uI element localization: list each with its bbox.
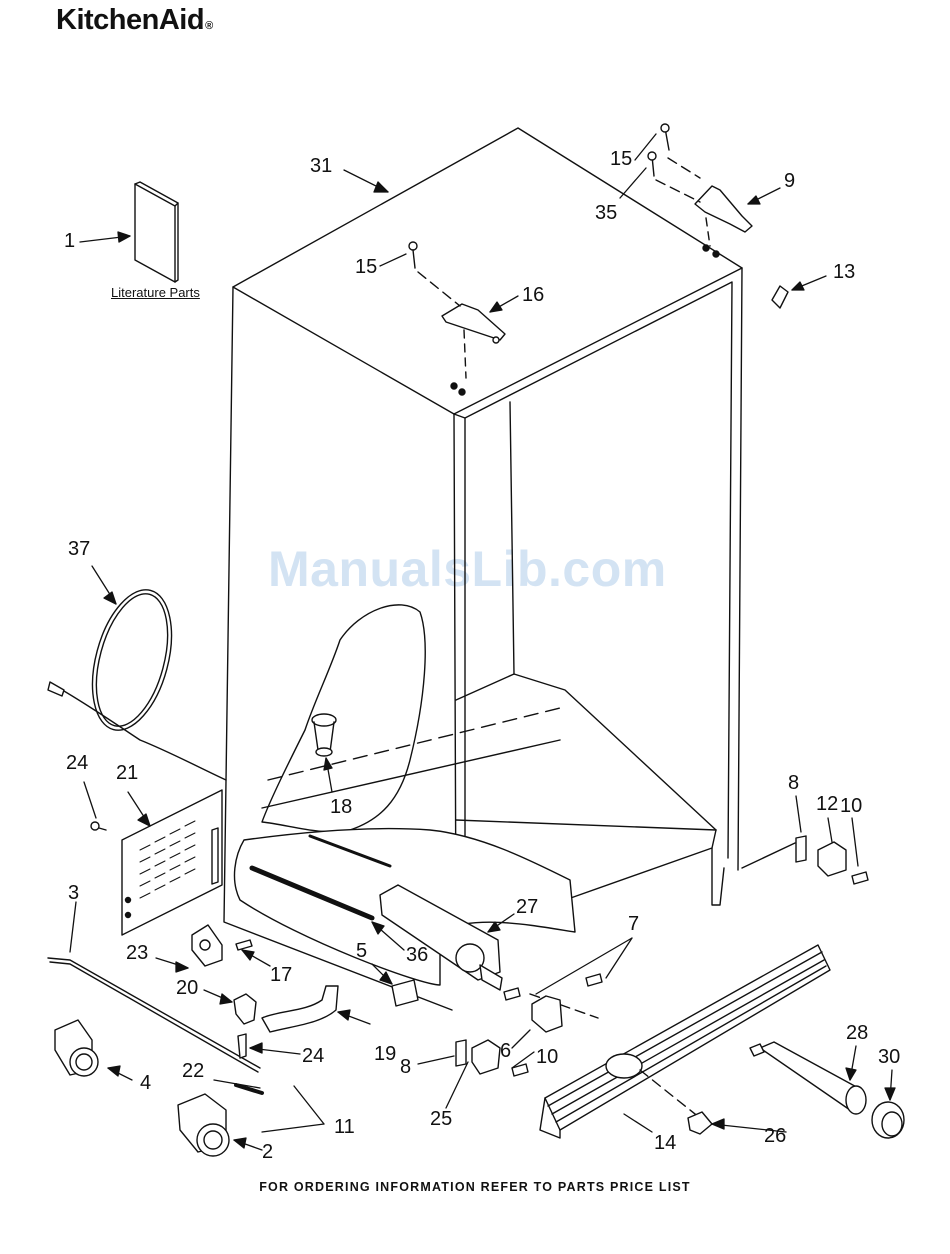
- water-filter-cartridge: [750, 1042, 866, 1114]
- literature-parts-label: Literature Parts: [111, 285, 200, 300]
- callout-7: 7: [628, 913, 639, 936]
- callout-18: 18: [330, 796, 352, 819]
- callout-27: 27: [516, 896, 538, 919]
- callout-15: 15: [610, 148, 632, 171]
- callout-28: 28: [846, 1022, 868, 1045]
- callout-8: 8: [788, 772, 799, 795]
- callout-13: 13: [833, 261, 855, 284]
- cap-part-26: [688, 1112, 712, 1134]
- cabinet: [224, 128, 795, 1010]
- clip-part-13: [772, 286, 788, 308]
- callout-17: 17: [270, 964, 292, 987]
- callout-22: 22: [182, 1060, 204, 1083]
- callout-21: 21: [116, 762, 138, 785]
- callout-25: 25: [430, 1108, 452, 1131]
- footer-note: FOR ORDERING INFORMATION REFER TO PARTS …: [0, 1180, 950, 1194]
- power-cord: [48, 581, 226, 780]
- callout-10: 10: [536, 1046, 558, 1069]
- rear-roller: [55, 1020, 98, 1076]
- bracket-part-6: [532, 996, 562, 1032]
- bracket-part-23: [192, 925, 222, 966]
- rear-access-panel: [91, 790, 222, 935]
- callout-16: 16: [522, 284, 544, 307]
- callout-11: 11: [334, 1116, 355, 1139]
- callout-1: 1: [64, 230, 75, 253]
- callout-9: 9: [784, 170, 795, 193]
- callout-8: 8: [400, 1056, 411, 1079]
- callout-24: 24: [302, 1045, 324, 1068]
- callout-37: 37: [68, 538, 90, 561]
- pad-part-5: [392, 980, 418, 1006]
- callout-6: 6: [500, 1040, 511, 1063]
- clamp-part-20: [234, 994, 256, 1024]
- literature-booklet: [135, 182, 178, 282]
- callout-20: 20: [176, 977, 198, 1000]
- callout-12: 12: [816, 793, 838, 816]
- lower-hinge-left: [456, 1040, 528, 1076]
- callout-10: 10: [840, 795, 862, 818]
- callout-23: 23: [126, 942, 148, 965]
- callout-36: 36: [406, 944, 428, 967]
- callout-31: 31: [310, 155, 332, 178]
- screw-part-24: [238, 1034, 246, 1058]
- drain-tube: [262, 986, 338, 1032]
- callout-14: 14: [654, 1132, 676, 1155]
- callout-35: 35: [595, 202, 617, 225]
- callout-3: 3: [68, 882, 79, 905]
- callout-4: 4: [140, 1072, 151, 1095]
- callout-5: 5: [356, 940, 367, 963]
- callout-30: 30: [878, 1046, 900, 1069]
- callout-24: 24: [66, 752, 88, 775]
- screw-part-17: [236, 940, 252, 950]
- callout-15: 15: [355, 256, 377, 279]
- filter-cap: [872, 1102, 904, 1138]
- callout-19: 19: [374, 1043, 396, 1066]
- callout-2: 2: [262, 1141, 273, 1164]
- toe-grille: [540, 945, 830, 1138]
- callout-26: 26: [764, 1125, 786, 1148]
